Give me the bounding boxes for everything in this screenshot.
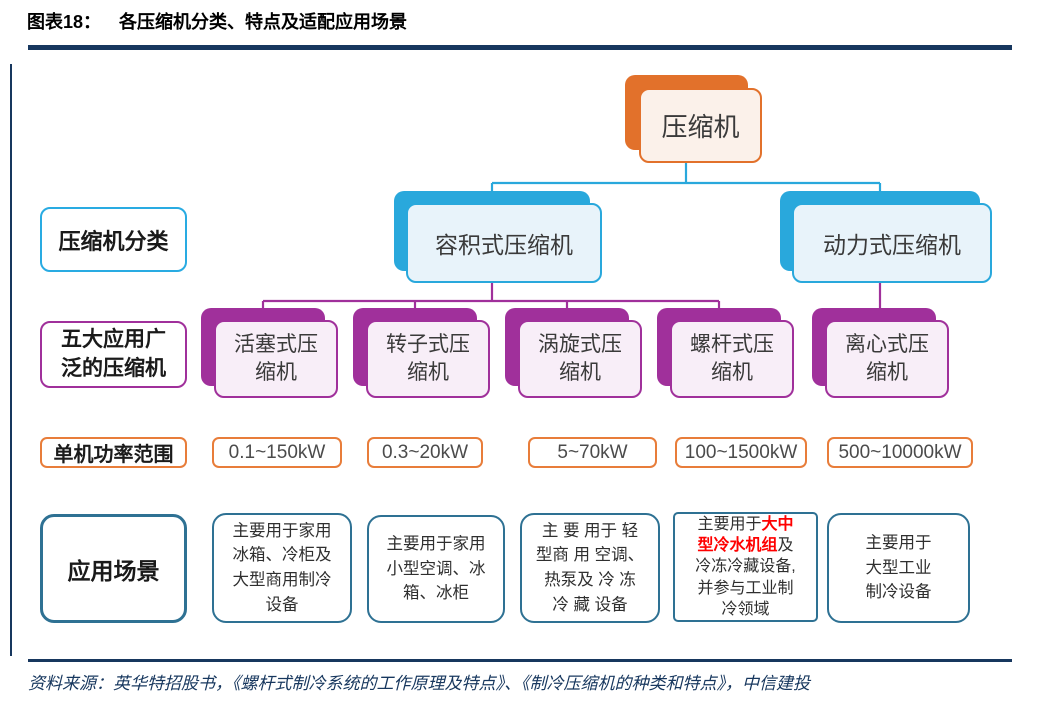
scenario-text-part: 及冷冻冷藏设备,并参与工业制冷领域 <box>695 537 796 618</box>
blue-connector <box>490 163 882 192</box>
scenario-text-part: 主要用于 <box>697 516 762 534</box>
left-border-bar <box>10 64 12 656</box>
node-label: 活塞式压 缩机 <box>214 320 338 398</box>
figure-title-text: 各压缩机分类、特点及适配应用场景 <box>119 12 408 32</box>
scenario-centrifugal: 主要用于 大型工业 制冷设备 <box>827 513 970 623</box>
node-scroll: 涡旋式压 缩机 <box>505 308 642 398</box>
scenario-highlight-red: 大中型冷水机组 <box>697 516 794 555</box>
row-label-five-types: 五大应用广 泛的压缩机 <box>40 321 187 388</box>
scenario-text: 主要用于家用 冰箱、冷柜及 大型商用制冷 设备 <box>232 521 332 614</box>
row-label-text: 压缩机分类 <box>58 228 169 254</box>
node-dynamic: 动力式压缩机 <box>780 191 992 283</box>
row-label-classification: 压缩机分类 <box>40 207 187 272</box>
node-label: 转子式压 缩机 <box>366 320 490 398</box>
row-label-application: 应用场景 <box>40 514 187 623</box>
figure-number: 图表18： <box>27 12 102 32</box>
node-compressor-label: 压缩机 <box>639 88 762 163</box>
bottom-rule <box>28 659 1012 662</box>
row-label-power-range: 单机功率范围 <box>40 437 187 468</box>
node-label: 动力式压缩机 <box>792 203 992 283</box>
node-compressor: 压缩机 <box>625 75 762 163</box>
node-piston: 活塞式压 缩机 <box>201 308 338 398</box>
power-range-centrifugal: 500~10000kW <box>827 437 973 468</box>
purple-connector <box>261 283 882 309</box>
top-rule <box>28 45 1012 50</box>
node-label: 螺杆式压 缩机 <box>670 320 794 398</box>
node-label: 涡旋式压 缩机 <box>518 320 642 398</box>
scenario-text: 主要用于 大型工业 制冷设备 <box>865 533 932 602</box>
figure-title: 图表18： 各压缩机分类、特点及适配应用场景 <box>27 8 407 34</box>
power-range-value: 5~70kW <box>557 441 628 463</box>
node-screw: 螺杆式压 缩机 <box>657 308 794 398</box>
scenario-text: 主要用于大中型冷水机组及冷冻冷藏设备,并参与工业制冷领域 <box>693 514 798 620</box>
node-label: 离心式压 缩机 <box>825 320 949 398</box>
power-range-scroll: 5~70kW <box>528 437 657 468</box>
node-positive-displacement: 容积式压缩机 <box>394 191 602 283</box>
scenario-rotary: 主要用于家用 小型空调、冰 箱、冰柜 <box>367 515 505 623</box>
row-label-text: 单机功率范围 <box>53 444 174 466</box>
source-note: 资料来源：英华特招股书，《螺杆式制冷系统的工作原理及特点》、《制冷压缩机的种类和… <box>28 674 810 693</box>
node-centrifugal: 离心式压 缩机 <box>812 308 949 398</box>
scenario-text: 主 要 用于 轻 型商 用 空调、 热泵及 冷 冻 冷 藏 设备 <box>535 521 645 614</box>
power-range-value: 0.3~20kW <box>381 441 469 463</box>
scenario-text: 主要用于家用 小型空调、冰 箱、冰柜 <box>386 534 486 603</box>
power-range-rotary: 0.3~20kW <box>367 437 483 468</box>
node-rotary: 转子式压 缩机 <box>353 308 490 398</box>
node-label: 容积式压缩机 <box>406 203 602 283</box>
power-range-piston: 0.1~150kW <box>212 437 342 468</box>
row-label-text: 应用场景 <box>67 557 160 584</box>
power-range-value: 100~1500kW <box>684 441 798 463</box>
row-label-text: 五大应用广 泛的压缩机 <box>61 328 166 380</box>
scenario-piston: 主要用于家用 冰箱、冷柜及 大型商用制冷 设备 <box>212 513 352 623</box>
scenario-scroll: 主 要 用于 轻 型商 用 空调、 热泵及 冷 冻 冷 藏 设备 <box>520 513 660 623</box>
power-range-value: 500~10000kW <box>838 441 962 463</box>
power-range-value: 0.1~150kW <box>228 441 326 463</box>
scenario-screw: 主要用于大中型冷水机组及冷冻冷藏设备,并参与工业制冷领域 <box>673 512 818 622</box>
power-range-screw: 100~1500kW <box>675 437 807 468</box>
